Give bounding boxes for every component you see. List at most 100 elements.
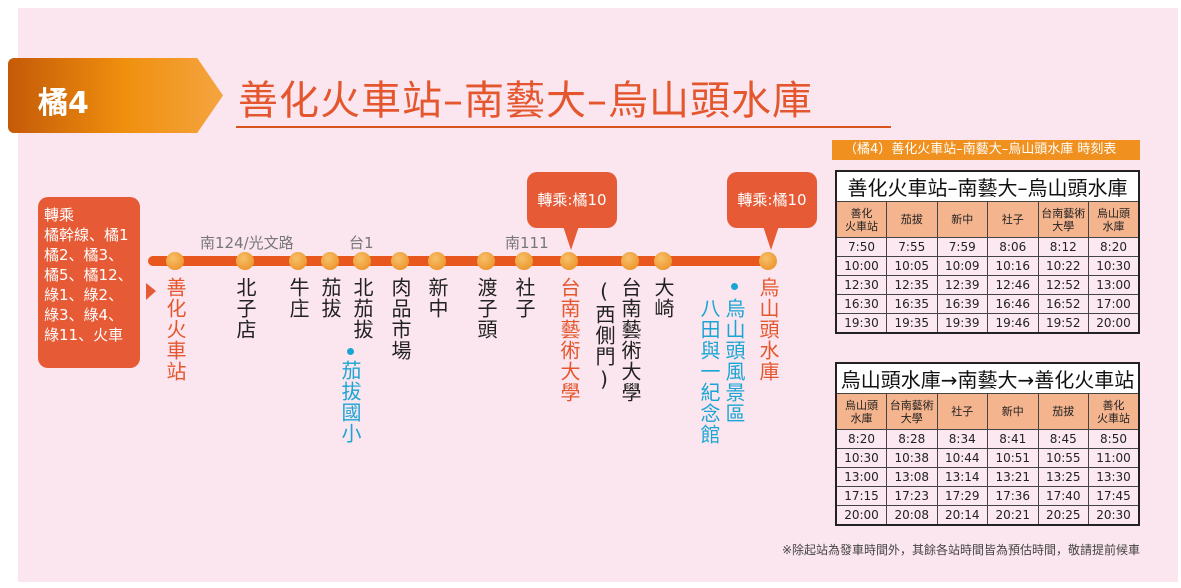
time-cell: 10:44 [936, 448, 988, 468]
time-cell: 10:30 [835, 448, 887, 468]
station-dot [353, 252, 371, 270]
time-cell: 17:23 [886, 486, 938, 506]
time-cell: 17:36 [987, 486, 1039, 506]
station-dot [654, 252, 672, 270]
transfer-callout-wushantou: 轉乘:橘10 [727, 172, 817, 250]
station-label: 台南藝術大學 [557, 277, 581, 403]
time-cell: 8:12 [1037, 237, 1089, 257]
time-cell: 11:00 [1088, 448, 1140, 468]
time-cell: 10:38 [886, 448, 938, 468]
time-cell: 13:21 [987, 467, 1039, 487]
time-cell: 17:45 [1088, 486, 1140, 506]
landmark-dot [731, 283, 738, 290]
time-cell: 13:30 [1088, 467, 1140, 487]
station-label: 渡子頭 [474, 277, 498, 340]
time-cell: 10:30 [1088, 256, 1140, 276]
column-header: 台南藝術 大學 [886, 393, 938, 430]
transfer-line: 綠1、綠2、 [44, 286, 124, 304]
station-label: 大崎 [651, 277, 675, 319]
road-label: 台1 [349, 234, 374, 252]
footnote: ※除起站為發車時間外，其餘各站時間皆為預估時間，敬請提前候車 [781, 543, 1140, 557]
station-dot [391, 252, 409, 270]
column-header: 台南藝術 大學 [1037, 201, 1089, 238]
time-cell: 8:45 [1037, 429, 1089, 449]
transfer-line: 橘5、橘12、 [44, 266, 133, 284]
transfer-callout-main: 轉乘 橘幹線、橘1 橘2、橘3、 橘5、橘12、 綠1、綠2、 綠3、綠4、 綠… [38, 197, 156, 368]
road-label: 南111 [505, 234, 549, 252]
column-header: 烏山頭 水庫 [1088, 201, 1140, 238]
route-line [148, 256, 775, 266]
station-label: 北子店 [233, 277, 257, 340]
column-header: 善化 火車站 [835, 201, 887, 238]
station-label: 烏山頭水庫 [756, 277, 780, 382]
time-cell: 10:00 [835, 256, 887, 276]
time-cell: 19:35 [886, 313, 938, 333]
route-number: 橘4 [38, 86, 89, 121]
time-cell: 16:30 [835, 294, 887, 314]
column-header: 社子 [987, 201, 1039, 238]
transfer-line: 橘幹線、橘1 [44, 226, 129, 244]
column-header: 茄拔 [886, 201, 938, 238]
column-header: 社子 [936, 393, 988, 430]
station-dot [477, 252, 495, 270]
station-label: 新中 [425, 277, 449, 319]
time-cell: 19:52 [1037, 313, 1089, 333]
time-cell: 7:59 [936, 237, 988, 257]
station-dot [621, 252, 639, 270]
column-header: 茄拔 [1037, 393, 1089, 430]
time-cell: 17:00 [1088, 294, 1140, 314]
station-dot [428, 252, 446, 270]
time-cell: 10:51 [987, 448, 1039, 468]
station-label: 社子 [512, 277, 536, 319]
time-cell: 10:22 [1037, 256, 1089, 276]
title-underline [236, 126, 891, 128]
transfer-callout-tnnua: 轉乘:橘10 [527, 172, 617, 250]
time-cell: 19:39 [936, 313, 988, 333]
station-label: 北茄拔 [350, 277, 374, 340]
time-cell: 8:20 [835, 429, 887, 449]
time-cell: 7:55 [886, 237, 938, 257]
station-label: 牛庄 [286, 277, 310, 319]
timetable-return: 烏山頭水庫→南藝大→善化火車站烏山頭 水庫台南藝術 大學社子新中茄拔善化 火車站… [835, 362, 1140, 526]
time-cell: 19:46 [987, 313, 1039, 333]
time-cell: 13:00 [835, 467, 887, 487]
station-dot [515, 252, 533, 270]
time-cell: 7:50 [835, 237, 887, 257]
landmark-dot [347, 348, 354, 355]
time-cell: 12:35 [886, 275, 938, 295]
time-cell: 16:46 [987, 294, 1039, 314]
time-cell: 13:14 [936, 467, 988, 487]
column-header: 新中 [936, 201, 988, 238]
station-dot [560, 252, 578, 270]
station-sublabel: (西側門) [592, 279, 616, 392]
time-cell: 10:16 [987, 256, 1039, 276]
time-cell: 17:15 [835, 486, 887, 506]
time-cell: 8:06 [987, 237, 1039, 257]
time-cell: 13:00 [1088, 275, 1140, 295]
landmark-label: 茄拔國小 [338, 360, 362, 444]
time-cell: 8:28 [886, 429, 938, 449]
time-cell: 8:50 [1088, 429, 1140, 449]
time-cell: 17:29 [936, 486, 988, 506]
time-cell: 12:46 [987, 275, 1039, 295]
time-cell: 20:30 [1088, 505, 1140, 525]
road-label: 南124/光文路 [200, 234, 294, 252]
transfer-line: 轉乘 [44, 206, 75, 224]
transfer-line: 綠11、火車 [44, 326, 124, 344]
time-cell: 13:08 [886, 467, 938, 487]
time-cell: 12:30 [835, 275, 887, 295]
station-label: 台南藝術大學 [618, 277, 642, 403]
time-cell: 10:55 [1037, 448, 1089, 468]
station-label: 善化火車站 [163, 277, 187, 382]
time-cell: 20:00 [835, 505, 887, 525]
column-header: 善化 火車站 [1088, 393, 1140, 430]
